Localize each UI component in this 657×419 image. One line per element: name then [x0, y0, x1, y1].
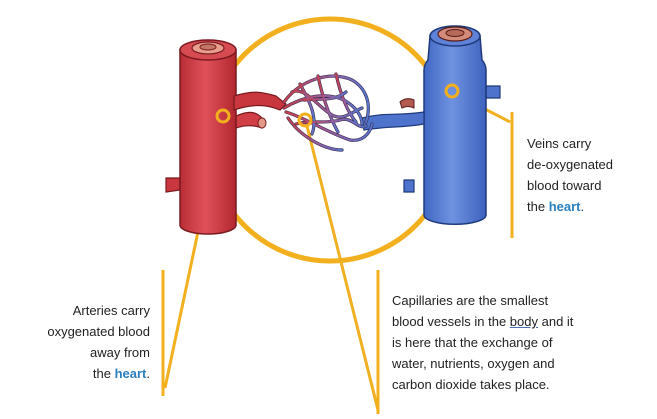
capillaries-line-2: blood vessels in the body and it — [392, 311, 573, 332]
arteries-caption: Arteries carry oxygenated blood away fro… — [8, 300, 150, 384]
veins-line-4-suffix: . — [580, 199, 584, 214]
arteries-line-1: Arteries carry — [8, 300, 150, 321]
veins-heart-keyword: heart — [549, 199, 581, 214]
veins-line-4-prefix: the — [527, 199, 549, 214]
arteries-line-4: the heart. — [8, 363, 150, 384]
capillaries-line-2-suffix: and it — [538, 314, 573, 329]
arteries-heart-keyword: heart — [115, 366, 147, 381]
body-link[interactable]: body — [510, 314, 538, 329]
veins-line-4: the heart. — [527, 196, 613, 217]
veins-line-2: de-oxygenated — [527, 154, 613, 175]
veins-caption: Veins carry de-oxygenated blood toward t… — [527, 133, 613, 217]
capillaries-line-4: water, nutrients, oxygen and — [392, 353, 573, 374]
capillary-network — [284, 74, 372, 150]
arteries-line-2: oxygenated blood — [8, 321, 150, 342]
arteries-line-4-prefix: the — [93, 366, 115, 381]
capillaries-line-2-prefix: blood vessels in the — [392, 314, 510, 329]
highlight-circle — [209, 19, 451, 261]
capillaries-callout-line — [306, 122, 378, 410]
capillaries-line-5: carbon dioxide takes place. — [392, 374, 573, 395]
capillaries-line-1: Capillaries are the smallest — [392, 290, 573, 311]
capillaries-caption: Capillaries are the smallest blood vesse… — [392, 290, 573, 395]
artery — [166, 40, 266, 234]
capillaries-line-3: is here that the exchange of — [392, 332, 573, 353]
veins-line-3: blood toward — [527, 175, 613, 196]
arteries-line-4-suffix: . — [146, 366, 150, 381]
arteriole — [234, 92, 286, 110]
veins-line-1: Veins carry — [527, 133, 613, 154]
arteries-line-3: away from — [8, 342, 150, 363]
